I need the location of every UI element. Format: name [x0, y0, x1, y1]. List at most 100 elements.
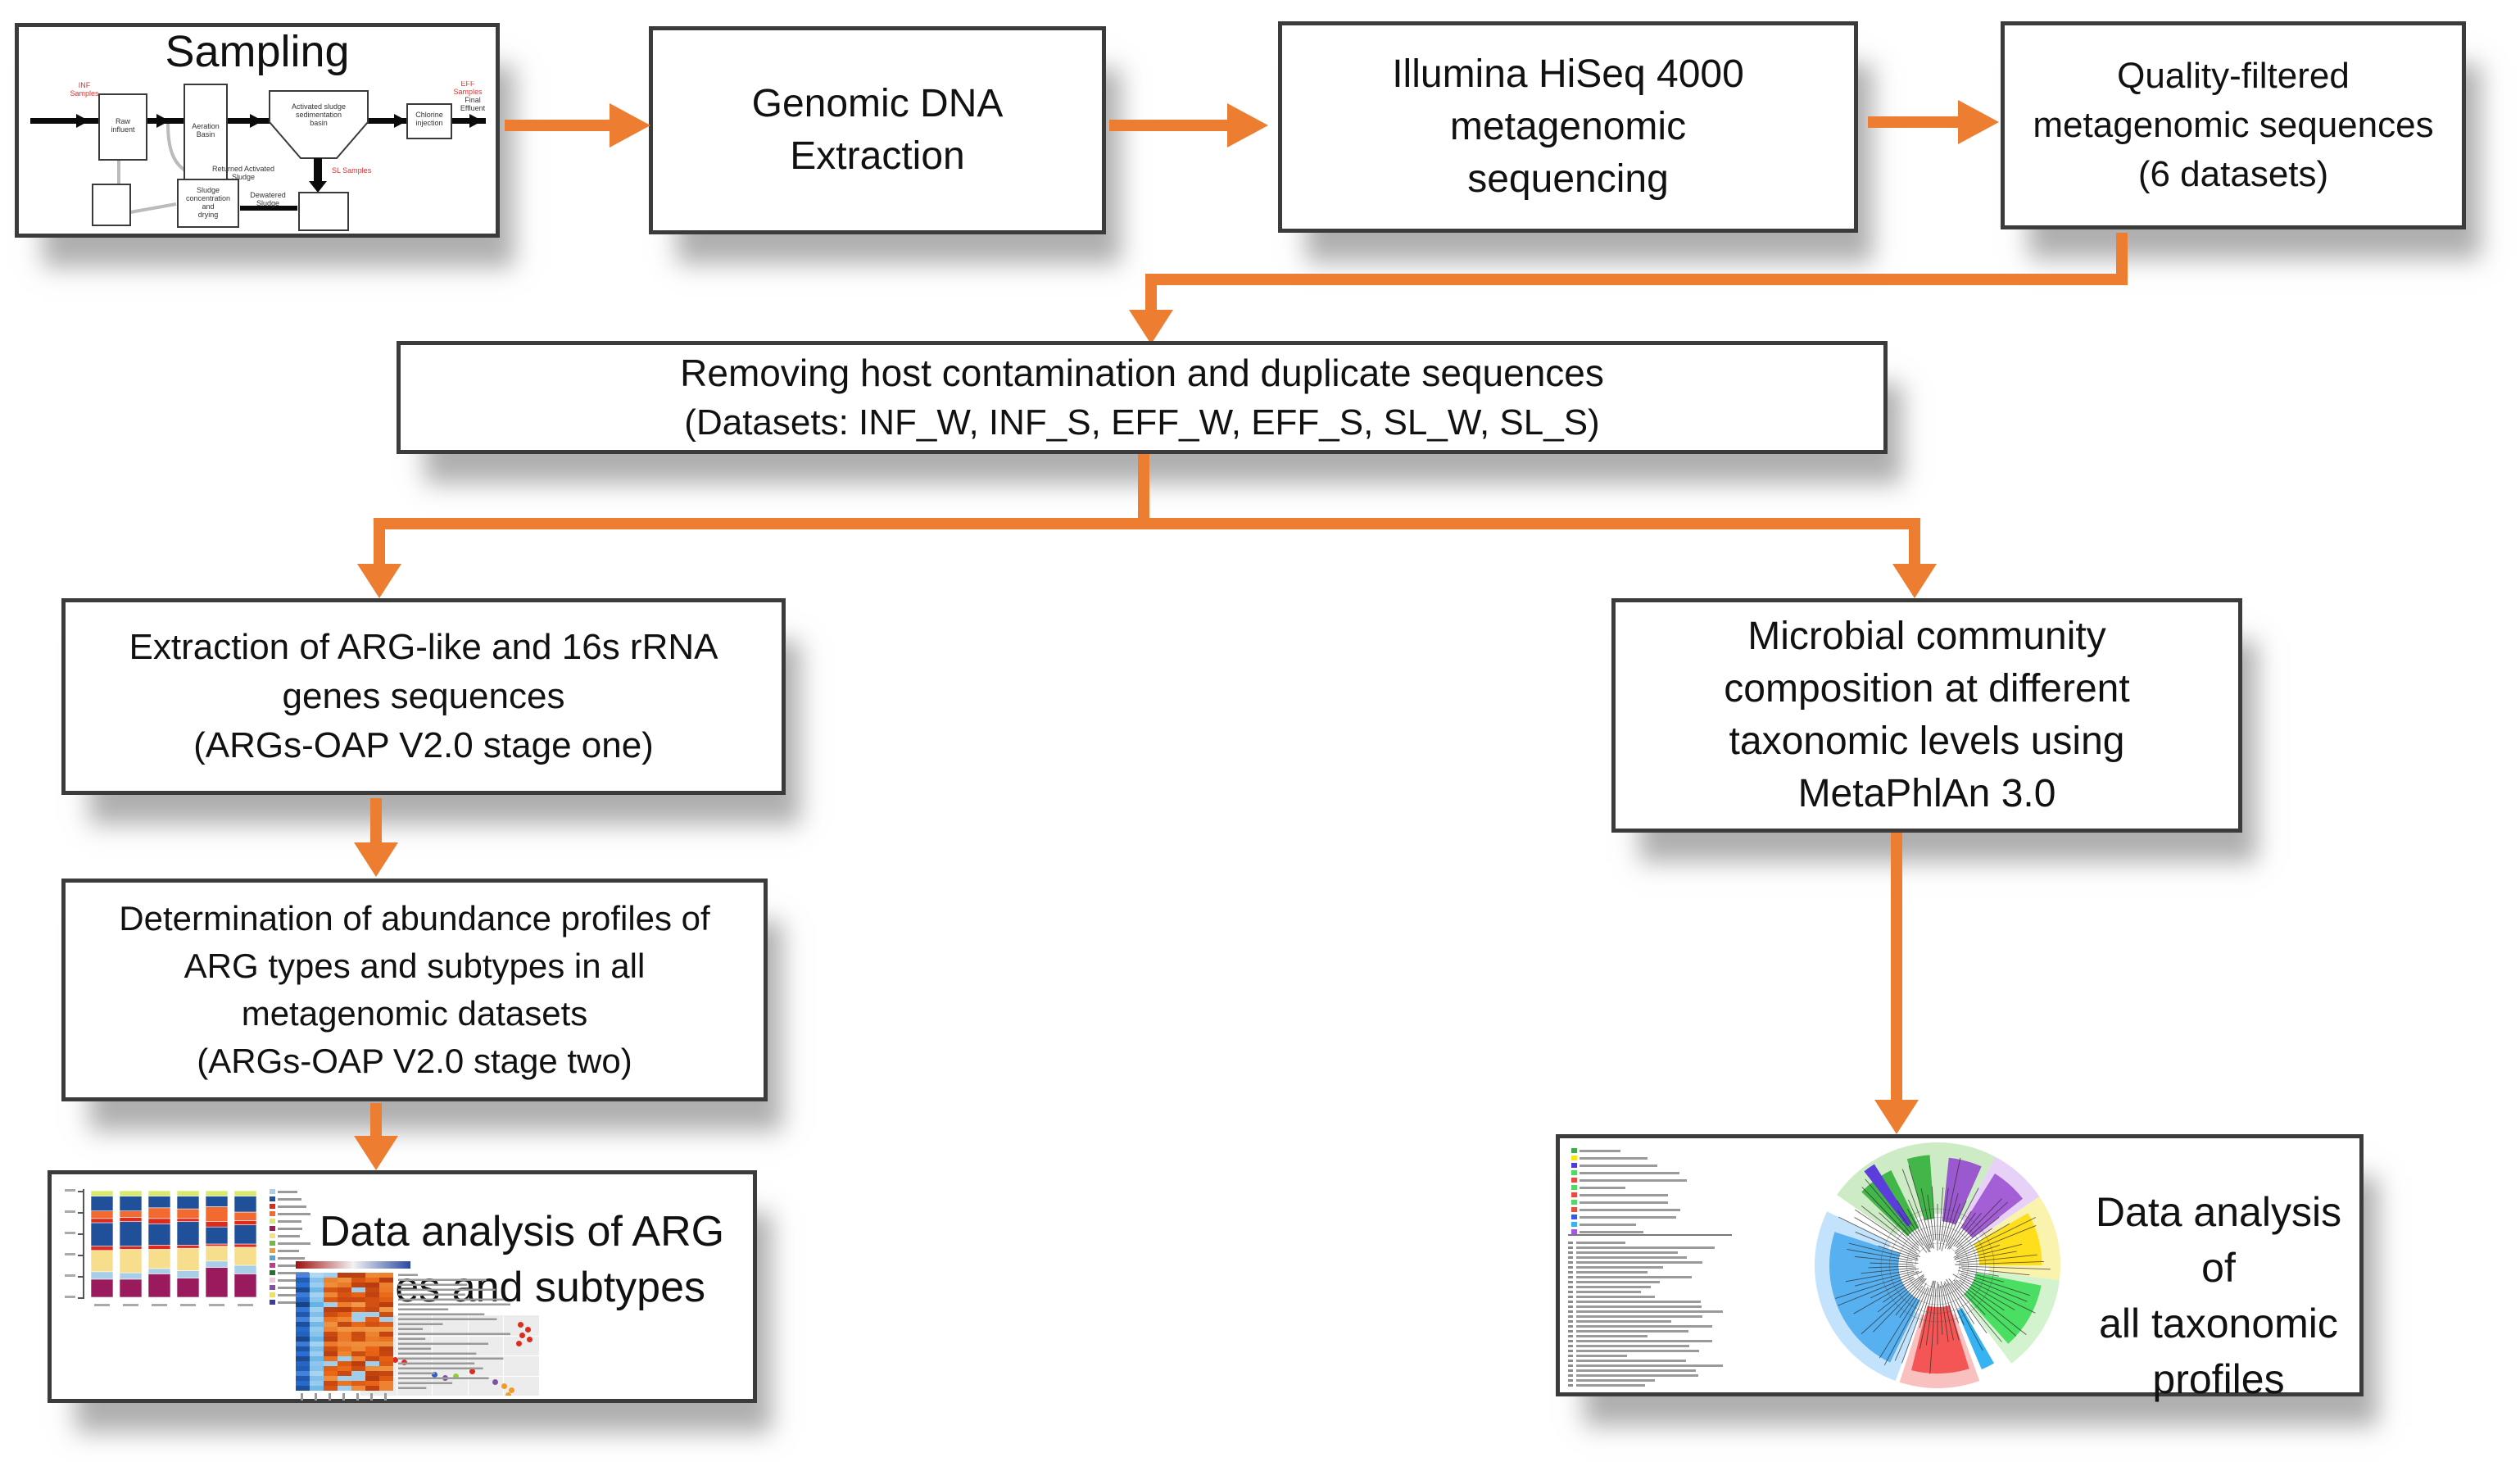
taxonomic-analysis-label: Data analysis of all taxonomic profiles [2081, 1184, 2356, 1407]
svg-text:Sludge: Sludge [197, 186, 220, 194]
node-label-line: (ARGs-OAP V2.0 stage two) [197, 1042, 632, 1080]
taxa-list-row [1568, 1363, 1732, 1368]
svg-text:Sludge: Sludge [256, 199, 279, 207]
arg-bar-legend-thumbnail [270, 1189, 319, 1305]
svg-text:sedimentation: sedimentation [296, 111, 342, 119]
node-label-line: (ARGs-OAP V2.0 stage one) [193, 725, 654, 765]
taxa-list-row [1568, 1245, 1732, 1250]
arg-analysis-label: Data analysis of ARG types and subtypes [297, 1204, 746, 1315]
scatter-point [392, 1356, 399, 1363]
scatter-point [519, 1332, 526, 1338]
node-label-line: Microbial community [1747, 615, 2106, 658]
node-label-line: Illumina HiSeq 4000 [1392, 52, 1744, 96]
legend-chip-row [270, 1248, 319, 1253]
node-label-line: Determination of abundance profiles of [119, 899, 710, 938]
taxa-list-row [1568, 1333, 1732, 1338]
taxa-list-row [1568, 1314, 1732, 1319]
legend-chip-row [270, 1219, 319, 1224]
taxa-list-row [1568, 1284, 1732, 1289]
svg-text:Activated sludge: Activated sludge [292, 102, 346, 111]
svg-text:Final: Final [465, 96, 481, 104]
svg-text:Basin: Basin [197, 130, 215, 138]
node-label-line: Genomic DNA [751, 82, 1004, 125]
node-label-line: MetaPhlAn 3.0 [1797, 772, 2056, 815]
svg-text:drying: drying [198, 211, 219, 219]
cladogram-thumbnail [1704, 1138, 2146, 1392]
svg-text:and: and [202, 202, 214, 211]
legend-chip-row [1571, 1156, 1727, 1160]
taxa-list-row [1568, 1299, 1732, 1304]
taxa-list-row [1568, 1348, 1732, 1353]
node-label-line: composition at different [1724, 667, 2130, 711]
node-genomic-dna-extraction: Genomic DNA Extraction [649, 26, 1106, 234]
legend-chip-row [270, 1278, 319, 1283]
legend-chip-row [270, 1211, 319, 1216]
scatter-point [515, 1341, 522, 1347]
arg-heatmap-thumbnail [289, 1260, 516, 1401]
legend-chip-row [1571, 1178, 1727, 1183]
node-illumina-sequencing: Illumina HiSeq 4000 metagenomic sequenci… [1278, 21, 1858, 233]
scatter-point [524, 1326, 531, 1333]
scatter-point [401, 1359, 408, 1365]
node-label-line: Data analysis of ARG [319, 1208, 725, 1255]
taxa-list-row [1568, 1324, 1732, 1328]
node-label-line: profiles [2152, 1356, 2285, 1402]
svg-text:Effluent: Effluent [460, 104, 486, 112]
node-label-line: (6 datasets) [2137, 154, 2329, 194]
svg-text:Dewatered: Dewatered [250, 191, 286, 199]
taxa-list-row [1568, 1383, 1732, 1387]
node-label-line: types and subtypes [338, 1264, 706, 1311]
scatter-point [517, 1321, 523, 1328]
svg-text:EFF: EFF [461, 81, 476, 88]
legend-chip-row [270, 1270, 319, 1275]
scatter-point [432, 1371, 438, 1378]
legend-chip-row [1571, 1170, 1727, 1175]
taxa-list-row [1568, 1255, 1732, 1260]
legend-chip-row [270, 1255, 319, 1260]
taxa-list-row [1568, 1250, 1732, 1255]
legend-chip-row [1571, 1200, 1727, 1205]
legend-chip-row [1571, 1222, 1727, 1227]
sampling-title: Sampling [165, 27, 350, 76]
node-microbial-community: Microbial community composition at diffe… [1611, 598, 2242, 833]
taxa-list-row [1568, 1358, 1732, 1363]
taxa-list-row [1568, 1289, 1732, 1294]
node-label-line: sequencing [1467, 157, 1669, 201]
svg-text:injection: injection [415, 119, 442, 127]
svg-text:Returned Activated: Returned Activated [212, 165, 274, 173]
scatter-point [501, 1383, 508, 1390]
svg-text:Raw: Raw [116, 117, 131, 125]
node-quality-filtered: Quality-filtered metagenomic sequences (… [2001, 21, 2466, 229]
node-label-line: metagenomic sequences [2033, 105, 2434, 145]
scatter-point [469, 1368, 475, 1374]
taxa-list-row [1568, 1264, 1732, 1269]
node-label-line: genes sequences [282, 676, 565, 716]
node-label-line: taxonomic levels using [1729, 720, 2125, 763]
legend-chip-row [270, 1196, 319, 1201]
node-label-line: Removing host contamination and duplicat… [680, 352, 1604, 394]
legend-chip-row [270, 1263, 319, 1268]
legend-chip-row [270, 1292, 319, 1297]
node-label-line: metagenomic datasets [241, 994, 588, 1033]
taxa-list-row [1568, 1319, 1732, 1324]
arg-stacked-bar-thumbnail [61, 1184, 266, 1319]
svg-text:Sludge: Sludge [232, 173, 255, 181]
legend-chip-row [270, 1189, 319, 1194]
svg-text:concentration: concentration [186, 194, 230, 202]
svg-text:SL Samples: SL Samples [332, 166, 372, 175]
taxa-list-row [1568, 1353, 1732, 1358]
node-label-line: all taxonomic [2099, 1301, 2338, 1346]
legend-chip-row [270, 1233, 319, 1238]
node-label-line: Extraction of ARG-like and 16s rRNA [129, 627, 718, 667]
taxa-list-row [1568, 1309, 1732, 1314]
node-label-line: metagenomic [1449, 105, 1687, 148]
taxa-list-row [1568, 1294, 1732, 1299]
legend-chip-row [1571, 1207, 1727, 1212]
node-label-line: Quality-filtered [2117, 56, 2350, 96]
node-determination-abundance: Determination of abundance profiles of A… [61, 879, 768, 1101]
cladogram-taxa-list-thumbnail [1568, 1230, 1732, 1387]
svg-text:influent: influent [111, 125, 135, 134]
